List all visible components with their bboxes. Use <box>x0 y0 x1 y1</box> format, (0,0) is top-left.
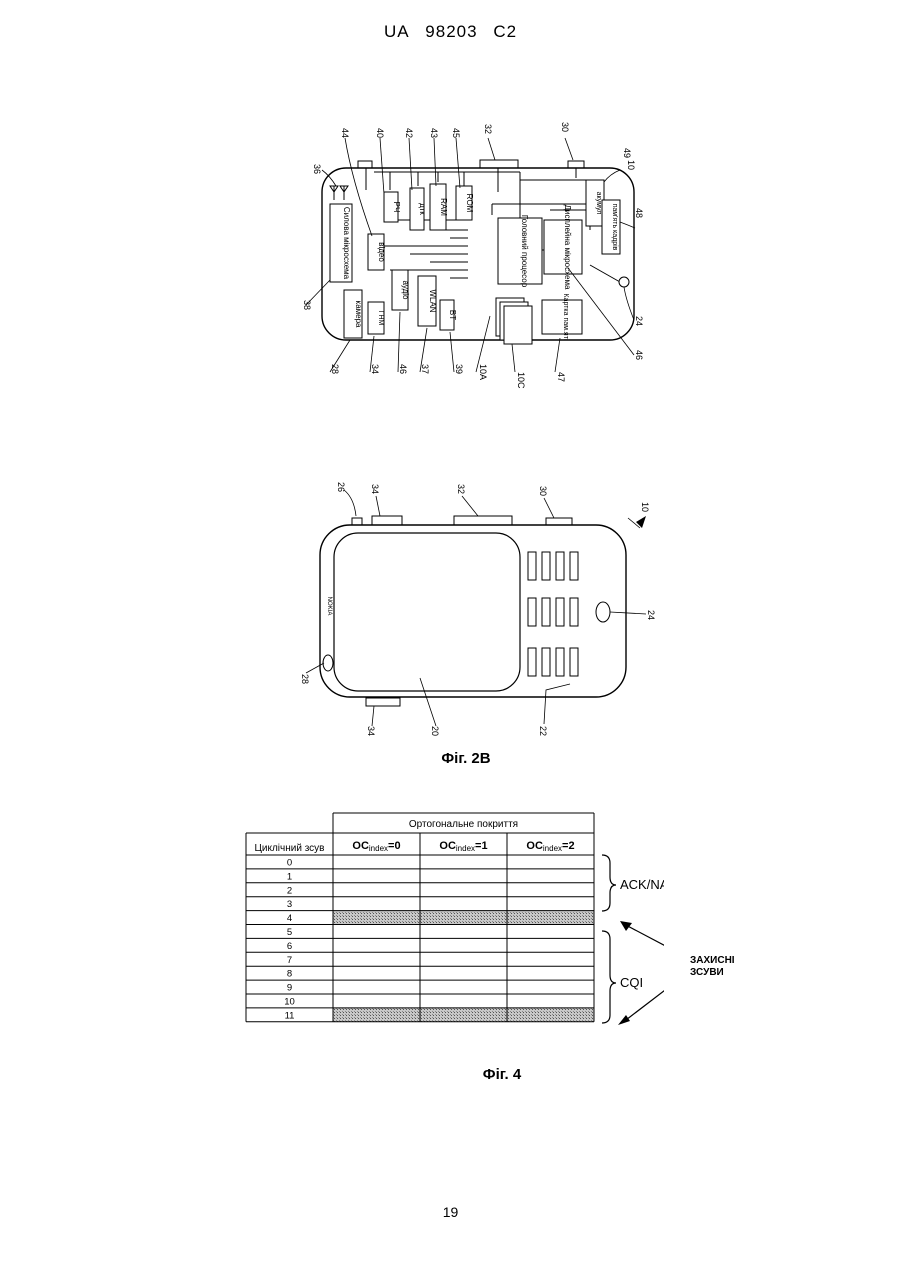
header-kind: C2 <box>493 22 517 41</box>
header-oc-index-1: OCindex=1 <box>439 840 487 853</box>
patent-header: UA 98203 C2 <box>0 22 901 42</box>
label-card: Картка пам.яті <box>562 294 570 341</box>
speaker-icon <box>619 277 629 287</box>
display-ic-block <box>544 220 582 274</box>
cyclic-shift-row-label: 7 <box>287 955 292 966</box>
shaded-guard-row <box>333 911 594 925</box>
ref-32: 32 <box>456 484 466 494</box>
memory-card-block <box>542 300 582 334</box>
cyclic-shift-row-label: 11 <box>285 1010 295 1021</box>
label-power: Силова мікросхема <box>342 207 351 280</box>
label-rf: РЧ <box>392 202 401 213</box>
memory-stack <box>496 298 532 344</box>
antenna-icon <box>330 186 348 200</box>
label-gnss: ГНМ <box>377 311 384 326</box>
cqi-label: CQI <box>620 975 643 990</box>
ref-20: 20 <box>430 726 440 736</box>
label-audio: аудіо <box>401 281 410 301</box>
cyclic-shift-row-label: 2 <box>287 885 292 896</box>
cyclic-shift-row-label: 9 <box>287 983 292 994</box>
label-battery: акумул <box>595 192 602 215</box>
header-oc-index-0: OCindex=0 <box>352 840 400 853</box>
ref-10: 10 <box>640 502 650 512</box>
ref-47: 47 <box>556 372 566 382</box>
label-dtk: дтк <box>418 203 427 215</box>
ref-24: 24 <box>634 316 644 326</box>
ref-34: 34 <box>370 364 380 374</box>
label-display: Дисплейна мікросхема <box>563 205 572 290</box>
ref-28: 28 <box>300 674 310 684</box>
brand-logo-text: NOKIA <box>326 597 332 616</box>
ref-32: 32 <box>483 124 493 134</box>
header-orthogonal-cover: Ортогональне покриття <box>409 819 518 830</box>
label-processor: Головний процесор <box>520 215 529 288</box>
cyclic-shift-row-label: 5 <box>287 927 292 938</box>
ref-43: 43 <box>429 128 439 138</box>
ref-40: 40 <box>375 128 385 138</box>
phone-screen <box>334 533 520 691</box>
earpiece-icon <box>596 602 610 622</box>
ref-34-top: 34 <box>370 484 380 494</box>
figure-2b-phone-outline: NOKIA 26 34 32 30 10 24 28 34 20 22 <box>300 478 660 748</box>
header-cyclic-shift: Циклічний зсув <box>255 843 325 854</box>
label-wlan: WLAN <box>428 289 437 312</box>
ref-45: 45 <box>451 128 461 138</box>
cyclic-shift-row-label: 6 <box>287 941 292 952</box>
ref-38: 38 <box>302 300 312 310</box>
cyclic-shift-row-label: 8 <box>287 969 292 980</box>
ref-22: 22 <box>538 726 548 736</box>
fig-2b-caption: Фіг. 2B <box>366 750 566 767</box>
ack-nack-label: ACK/NACK <box>620 877 664 892</box>
ref-42: 42 <box>404 128 414 138</box>
cyclic-shift-row-label: 10 <box>284 997 295 1008</box>
ref-44: 44 <box>340 128 350 138</box>
ref-30: 30 <box>560 122 570 132</box>
label-rom: ROM <box>465 194 474 213</box>
fig-4-caption: Фіг. 4 <box>402 1066 602 1083</box>
ack-brace <box>602 855 616 911</box>
ref-10c: 10C <box>516 372 526 389</box>
ref-39: 39 <box>454 364 464 374</box>
figure-4-table: Ортогональне покриттяЦиклічний зсув OCind… <box>244 811 664 1041</box>
label-ram: RAM <box>439 198 448 216</box>
ref-46-display: 46 <box>634 350 644 360</box>
camera-lens-icon <box>323 655 333 671</box>
ref-36: 36 <box>312 164 322 174</box>
cqi-brace <box>602 931 616 1023</box>
cyclic-shift-row-label: 0 <box>287 858 292 869</box>
label-bt: BT <box>448 310 457 320</box>
header-number: 98203 <box>425 22 477 41</box>
ref-49: 49 <box>622 148 632 158</box>
guard-shifts-label: ЗАХИСНІ ЗСУВИ <box>690 955 735 979</box>
ref-30: 30 <box>538 486 548 496</box>
ref-24: 24 <box>646 610 656 620</box>
label-camera: камера <box>354 301 363 329</box>
header-oc-index-2: OCindex=2 <box>526 840 574 853</box>
shaded-guard-row <box>333 1008 594 1022</box>
label-frame-mem: пам'ять кадрів <box>611 204 619 251</box>
ref-28: 28 <box>330 364 340 374</box>
cyclic-shift-row-label: 4 <box>287 913 292 924</box>
cyclic-shift-row-label: 1 <box>287 871 292 882</box>
guard-label-line-2: ЗСУВИ <box>690 967 735 979</box>
processor-block <box>498 218 542 284</box>
ref-10: 10 <box>626 160 636 170</box>
guard-label-line-1: ЗАХИСНІ <box>690 955 735 967</box>
header-country: UA <box>384 22 410 41</box>
figure-2a-block-diagram: Силова мікросхема камера відео РЧ дтк RA… <box>290 110 650 410</box>
label-video: відео <box>377 242 386 262</box>
ref-34-bottom: 34 <box>366 726 376 736</box>
ref-48: 48 <box>634 208 644 218</box>
cyclic-shift-row-label: 3 <box>287 899 292 910</box>
ref-26: 26 <box>336 482 346 492</box>
page-number: 19 <box>0 1204 901 1220</box>
ref-37: 37 <box>420 364 430 374</box>
ref-46-audio: 46 <box>398 364 408 374</box>
ref-10a: 10A <box>478 364 488 380</box>
